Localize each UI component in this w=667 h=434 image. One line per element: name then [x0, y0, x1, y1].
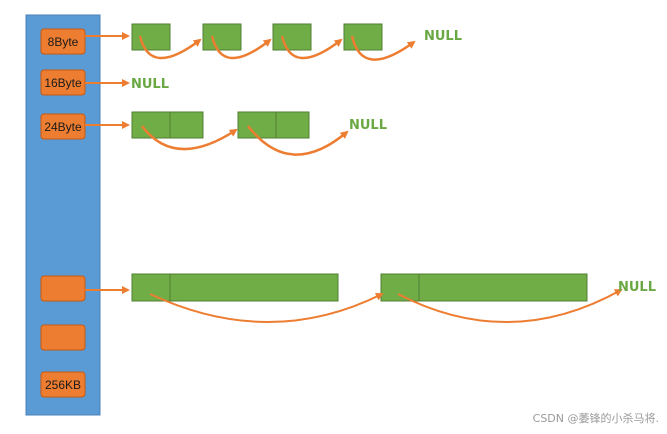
memory-block [131, 111, 171, 139]
next-pointer-arrow [138, 35, 202, 60]
next-pointer-arrow [350, 35, 416, 61]
next-pointer-arrow [397, 289, 623, 323]
next-pointer-arrow [149, 293, 384, 323]
bucket-unlabeled-1 [40, 275, 86, 302]
null-terminator: NULL [424, 29, 462, 44]
bucket-label: 16Byte [44, 76, 82, 90]
bucket-label: 256KB [45, 378, 81, 392]
memory-block [275, 111, 310, 139]
next-pointer-arrow [247, 125, 349, 156]
next-pointer-arrow [141, 125, 238, 151]
bucket-label: 8Byte [48, 35, 79, 49]
next-pointer-arrow [210, 35, 272, 60]
memory-block [169, 111, 204, 139]
memory-block [418, 273, 588, 302]
bucket-16byte: 16Byte [40, 69, 86, 96]
memory-block [131, 273, 171, 302]
bucket-24byte: 24Byte [40, 113, 86, 140]
memory-block [169, 273, 339, 302]
bucket-256kb: 256KB [40, 371, 86, 398]
null-terminator: NULL [131, 77, 169, 92]
next-pointer-arrow [280, 35, 343, 60]
memory-block [237, 111, 277, 139]
bucket-8byte: 8Byte [40, 28, 86, 55]
bucket-label: 24Byte [44, 120, 82, 134]
memory-block [380, 273, 420, 302]
null-terminator: NULL [618, 280, 656, 295]
null-terminator: NULL [349, 118, 387, 133]
watermark: CSDN @萎锋的小杀马将. [532, 412, 659, 425]
bucket-unlabeled-2 [40, 324, 86, 351]
memory-block [202, 23, 242, 51]
memory-block [131, 23, 171, 51]
memory-block [272, 23, 312, 51]
memory-block [343, 23, 383, 51]
